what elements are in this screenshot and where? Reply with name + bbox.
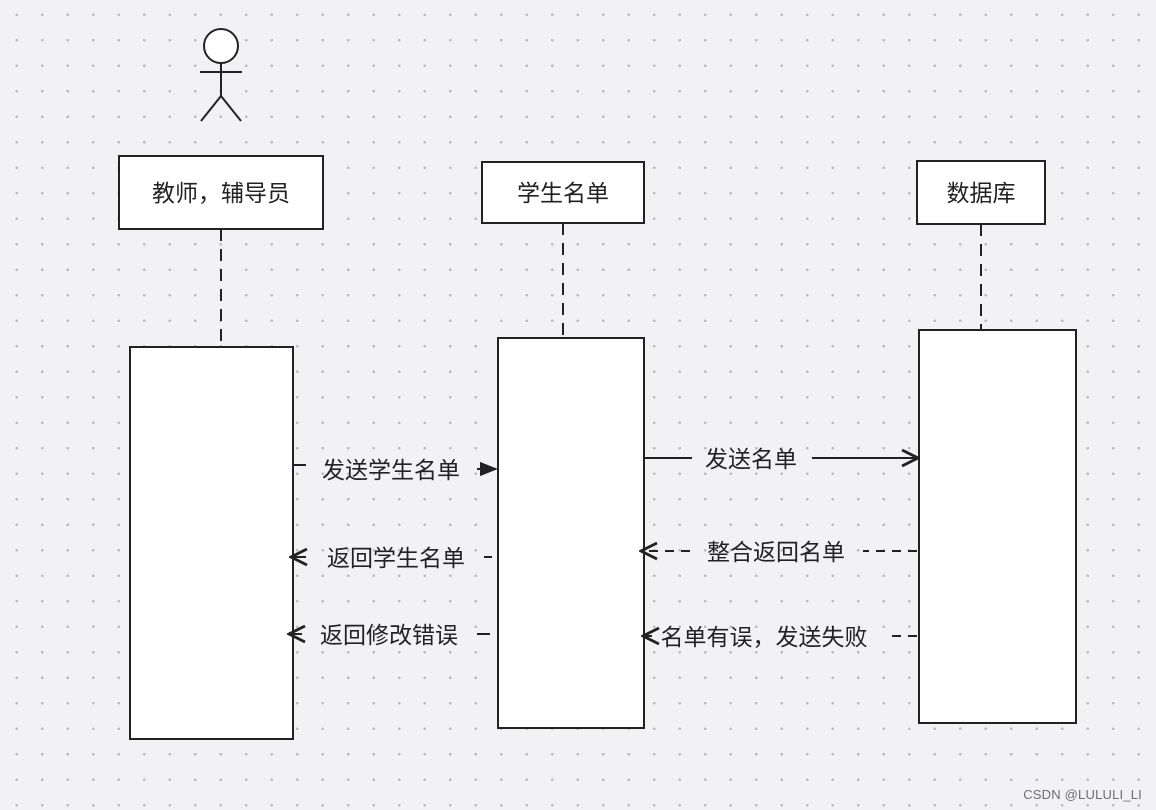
participant-database[interactable]: 数据库	[916, 160, 1046, 225]
watermark: CSDN @LULULI_LI	[1023, 787, 1142, 802]
message-send-list-label: 发送名单	[705, 447, 797, 473]
message-send-student-list-label: 发送学生名单	[322, 458, 460, 484]
message-send-list[interactable]: 发送名单	[645, 447, 918, 473]
participant-database-label: 数据库	[947, 181, 1016, 207]
message-list-error-send-failed-label: 名单有误，发送失败	[661, 625, 868, 651]
message-merge-return-list-label: 整合返回名单	[707, 540, 845, 566]
participant-student-list[interactable]: 学生名单	[481, 161, 645, 224]
message-return-student-list-label: 返回学生名单	[327, 546, 465, 572]
activation-bar-teacher[interactable]	[129, 346, 294, 740]
actor-stick-figure-icon[interactable]	[200, 28, 242, 122]
message-list-error-send-failed[interactable]: 名单有误，发送失败	[643, 625, 917, 651]
message-return-student-list[interactable]: 返回学生名单	[291, 546, 492, 572]
message-return-fix-errors-label: 返回修改错误	[320, 623, 458, 649]
participant-teacher-label: 教师，辅导员	[152, 181, 290, 207]
message-merge-return-list[interactable]: 整合返回名单	[641, 540, 917, 566]
participant-teacher[interactable]: 教师，辅导员	[118, 155, 324, 230]
message-send-student-list[interactable]: 发送学生名单	[294, 458, 498, 484]
participant-student-list-label: 学生名单	[517, 181, 609, 207]
activation-bar-database[interactable]	[918, 329, 1077, 724]
activation-bar-student-list[interactable]	[497, 337, 645, 729]
message-return-fix-errors[interactable]: 返回修改错误	[289, 623, 490, 649]
